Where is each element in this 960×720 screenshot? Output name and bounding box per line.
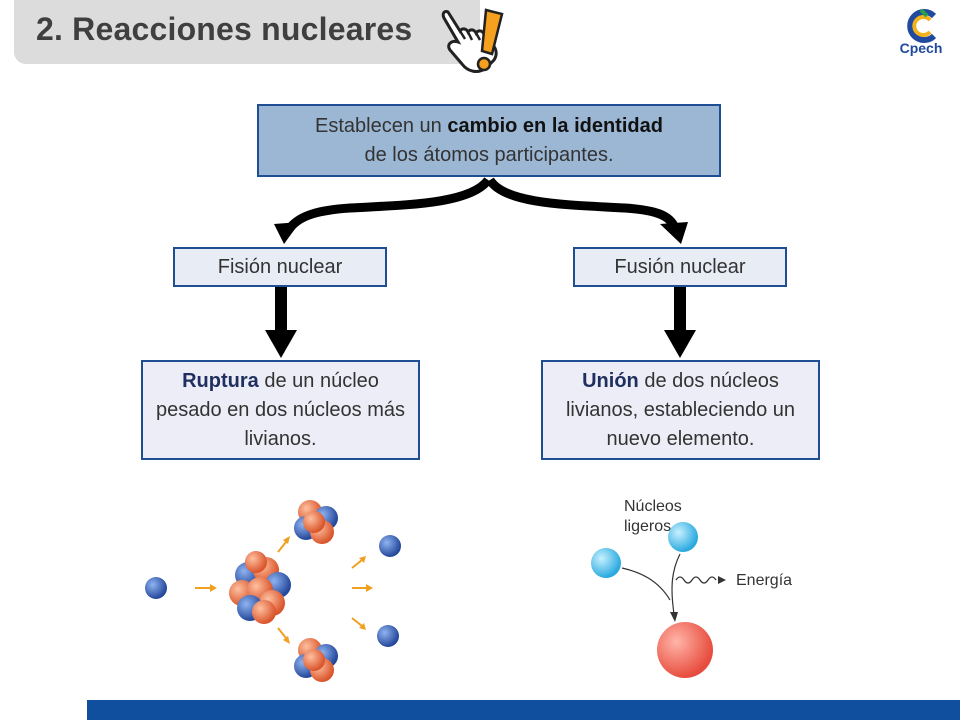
light-nucleus-left: [591, 548, 621, 578]
fision-description-box: Ruptura de un núcleo pesado en dos núcle…: [141, 360, 420, 460]
cpech-logo: Cpech: [890, 6, 952, 62]
cpech-logo-icon: [907, 8, 937, 43]
page-title: 2. Reacciones nucleares: [36, 11, 413, 47]
heavy-nucleus: [229, 551, 291, 624]
fision-desc-text: de un núcleo pesado en dos núcleos más l…: [155, 369, 406, 450]
energy-label: Energía: [736, 572, 792, 589]
arrow-down-right-shaft: [674, 287, 686, 333]
arrow-down-left-shaft: [275, 287, 287, 333]
fusion-label-box: Fusión nuclear: [573, 247, 787, 287]
pointing-hand-warning-icon: [441, 8, 504, 73]
definition-box: Establecen un cambio en la identidad de …: [257, 104, 721, 177]
light-nucleus-top: [668, 522, 698, 552]
fragment-nucleus-bottom: [294, 638, 338, 682]
arrowhead-left: [274, 222, 300, 244]
fragment-nucleus-top: [294, 500, 338, 544]
definition-text-end: de los átomos participantes.: [364, 143, 614, 166]
fused-nucleus: [657, 622, 713, 678]
nuclei-label-line2: ligeros: [624, 518, 671, 535]
fision-desc-bold: Ruptura: [182, 369, 259, 392]
fission-illustration: [145, 500, 401, 682]
released-neutron: [379, 535, 401, 557]
arrow-down-right-head: [664, 330, 696, 358]
arrowhead-right: [660, 222, 688, 244]
fusion-label: Fusión nuclear: [614, 255, 746, 278]
fusion-desc-text: de dos núcleos livianos, estableciendo u…: [565, 369, 796, 450]
definition-text-bold: cambio en la identidad: [447, 114, 663, 137]
arrow-curve-right: [486, 177, 680, 231]
arrow-curve-left: [286, 176, 492, 232]
fision-label-box: Fisión nuclear: [173, 247, 387, 287]
cpech-logo-text: Cpech: [899, 40, 943, 56]
incoming-neutron: [145, 577, 167, 599]
nuclei-label-line1: Núcleos: [624, 498, 682, 515]
definition-text-start: Establecen un: [315, 114, 448, 137]
footer-bar: [87, 700, 960, 720]
fision-label: Fisión nuclear: [217, 255, 343, 278]
fusion-desc-bold: Unión: [582, 369, 639, 392]
released-neutron: [377, 625, 399, 647]
arrow-down-left-head: [265, 330, 297, 358]
fusion-illustration: Núcleos ligeros Energía: [591, 498, 792, 678]
fusion-description-box: Unión de dos núcleos livianos, estableci…: [541, 360, 820, 460]
title-tab: [14, 0, 480, 64]
